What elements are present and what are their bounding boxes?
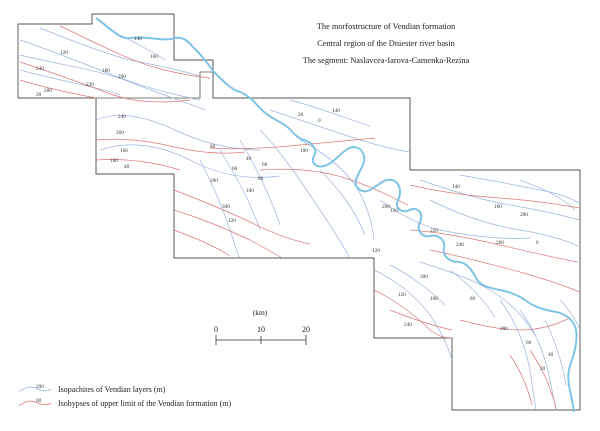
isopachite-value-label: 120 — [228, 218, 236, 224]
isopachite-value-label: 240 — [456, 242, 464, 248]
isopachite-value-label: 160 — [120, 148, 128, 154]
map-title-block: The morfostructure of Vendian formation … — [286, 18, 486, 69]
isohypse-sample-value: 60 — [36, 398, 42, 404]
isohypse-value-label: 120 — [372, 248, 380, 254]
isopachite-sample-value: 200 — [36, 384, 44, 390]
isohypse-value-label: 280 — [500, 326, 508, 332]
isohypse-value-label: 100 — [300, 148, 308, 154]
isopachite-value-label: 280 — [210, 178, 218, 184]
title-line-3: The segment: Naslavcea-Iarova-Camenka-Re… — [302, 56, 470, 65]
scale-tick-10: 10 — [257, 325, 265, 334]
isopachite-value-label: 200 — [118, 74, 126, 80]
isopachite-symbol: 200 — [18, 384, 52, 393]
legend-isohypses: 60 Isohypses of upper limit of the Vendi… — [18, 396, 231, 410]
scale-unit-label: (km) — [252, 308, 268, 317]
isohypse-value-label: 60 — [232, 166, 238, 172]
isopachite-value-label: 80 — [258, 176, 264, 182]
isohypse-value-label: 120 — [60, 50, 68, 56]
isohypse-symbol: 60 — [18, 398, 52, 407]
isopachite-value-label: 40 — [548, 352, 554, 358]
isopachite-value-label: 240 — [118, 114, 126, 120]
isopachite-value-label: 180 — [102, 68, 110, 74]
title-line-2: Central region of the Dniester river bas… — [317, 39, 455, 48]
isohypse-lines — [19, 25, 581, 411]
isopachite-value-label: 180 — [110, 158, 118, 164]
isohypse-value-label: 20 — [540, 366, 546, 372]
isopachite-value-label: 20 — [298, 112, 304, 118]
study-area-outline — [17, 13, 581, 411]
isopachite-value-label: 60 — [262, 162, 268, 168]
isopachite-value-label: 120 — [398, 292, 406, 298]
isohypse-value-label: 240 — [36, 66, 44, 72]
scale-bar — [215, 335, 307, 345]
isopachite-value-label: 280 — [520, 212, 528, 218]
isopachite-value-label: 140 — [332, 108, 340, 114]
isopachite-legend-label: Isopachites of Vendian layers (m) — [58, 384, 166, 394]
isopachite-value-label: 300 — [222, 204, 230, 210]
isopachite-value-label: 60 — [526, 340, 532, 346]
isopachite-value-label: 160 — [150, 54, 158, 60]
isopachite-value-label: 140 — [134, 36, 142, 42]
isopachite-value-label: 220 — [430, 228, 438, 234]
contour-labels: 1401601802002202402602803001201008060402… — [36, 36, 554, 372]
isopachite-value-label: 220 — [86, 82, 94, 88]
isopachite-value-label: 260 — [116, 130, 124, 136]
isopachite-value-label: 200 — [382, 204, 390, 210]
scale-tick-20: 20 — [302, 325, 310, 334]
isopachite-value-label: 300 — [420, 274, 428, 280]
isohypse-value-label: 240 — [404, 322, 412, 328]
isopachite-lines — [19, 27, 581, 411]
isohypse-value-label: 40 — [124, 164, 130, 170]
isopachite-value-label: 0 — [318, 118, 321, 124]
scale-tick-0: 0 — [214, 325, 218, 334]
isohypse-legend-label: Isohypses of upper limit of the Vendian … — [58, 398, 232, 408]
title-line-1: The morfostructure of Vendian formation — [316, 22, 456, 31]
isohypse-value-label: 120 — [390, 208, 398, 214]
isopachite-value-label: 100 — [430, 296, 438, 302]
isohypse-value-label: 280 — [44, 88, 52, 94]
isohypse-value-label: 80 — [210, 144, 216, 150]
isopachite-value-label: 80 — [470, 296, 476, 302]
isohypse-value-label: 160 — [494, 204, 502, 210]
isohypse-value-label: 0 — [536, 240, 539, 246]
isopachite-value-label: 40 — [246, 156, 252, 162]
isopachite-value-label: 260 — [496, 240, 504, 246]
legend-isopachites: 200 Isopachites of Vendian layers (m) — [18, 382, 165, 396]
dniester-river — [95, 17, 578, 413]
isopachite-value-label: 100 — [246, 188, 254, 194]
isohypse-value-label: 20 — [36, 92, 42, 98]
isohypse-value-label: 140 — [452, 184, 460, 190]
